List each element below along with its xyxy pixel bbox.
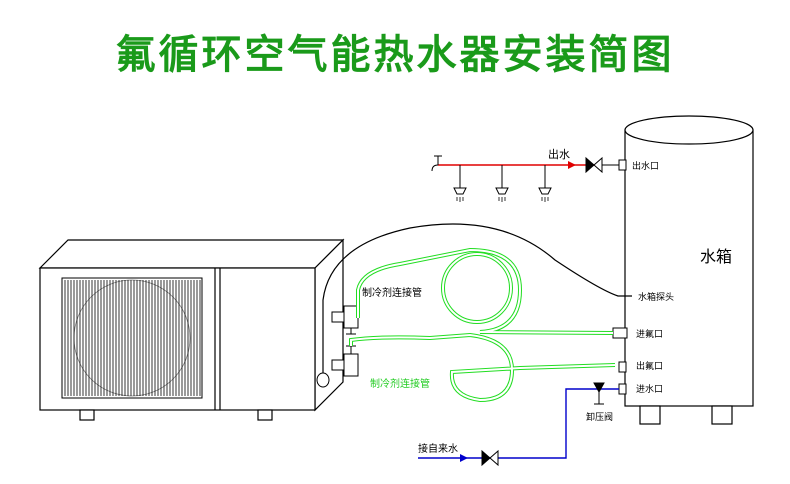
check-valve-icon xyxy=(481,449,499,467)
refrigerant-pipe-lower xyxy=(349,332,616,403)
fan-grille-icon xyxy=(61,277,203,399)
label-relief-valve: 卸压阀 xyxy=(586,411,613,423)
check-valve-icon xyxy=(585,156,603,174)
tank-ports xyxy=(612,159,628,395)
label-tank-probe: 水箱探头 xyxy=(638,291,674,303)
faucet-icon xyxy=(431,155,442,172)
label-gas-inlet: 进氟口 xyxy=(636,328,663,340)
service-valve-upper xyxy=(331,305,359,335)
label-tank: 水箱 xyxy=(700,247,732,266)
shower-head-icon xyxy=(453,187,552,202)
diagram-title: 氟循环空气能热水器安装简图 xyxy=(115,32,675,78)
label-water-inlet: 进水口 xyxy=(636,383,663,395)
hot-water-line xyxy=(438,161,619,188)
label-tap-water-in: 接自来水 xyxy=(418,442,458,455)
refrigerant-pipe-upper-inner xyxy=(357,248,614,334)
pressure-relief-valve-icon xyxy=(593,382,605,405)
sensor-port xyxy=(316,372,330,388)
service-valve-lower xyxy=(331,345,359,377)
label-gas-outlet: 出氟口 xyxy=(636,360,663,372)
label-refrigerant-pipe-upper: 制冷剂连接管 xyxy=(362,286,422,299)
water-tank xyxy=(624,115,754,425)
refrigerant-pipe-lower-inner xyxy=(350,333,616,402)
tank-sensor-cable xyxy=(322,223,632,373)
label-refrigerant-pipe-lower: 制冷剂连接管 xyxy=(370,377,430,390)
label-tank-outlet: 出水口 xyxy=(632,160,659,172)
label-hot-water-out: 出水 xyxy=(548,147,570,161)
